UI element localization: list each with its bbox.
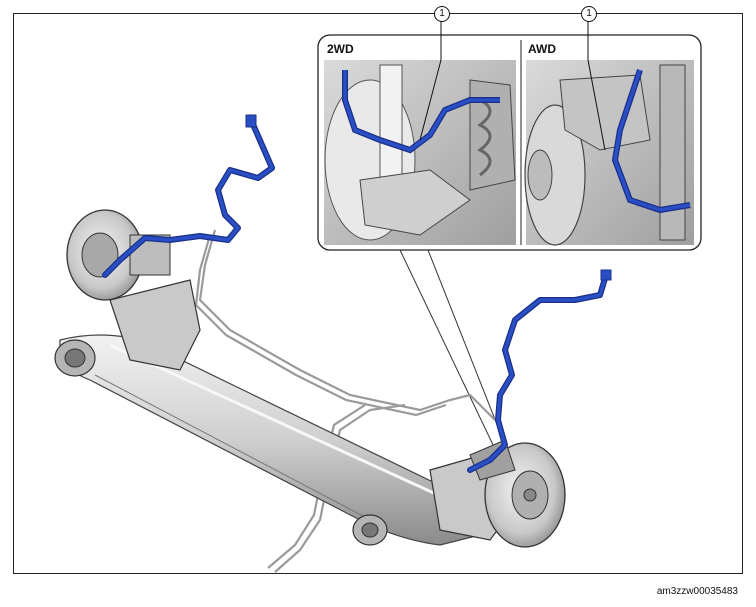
inset-2wd-view xyxy=(324,20,516,245)
right-sensor-harness xyxy=(467,269,612,473)
inset-awd-view xyxy=(524,20,694,246)
detail-inset xyxy=(317,20,702,251)
figure-code: am3zzw00035483 xyxy=(656,586,738,597)
callout-number-2wd: 1 xyxy=(434,6,450,22)
right-wheel-hub xyxy=(429,439,566,548)
torsion-beam xyxy=(59,334,484,546)
right-bushing xyxy=(352,514,388,546)
left-sensor-harness xyxy=(102,114,275,278)
zoom-leader-lines xyxy=(399,249,516,471)
inset-awd-label: AWD xyxy=(528,42,556,56)
inset-2wd-label: 2WD xyxy=(327,42,354,56)
callout-number-awd: 1 xyxy=(581,6,597,22)
left-bushing xyxy=(54,339,96,377)
